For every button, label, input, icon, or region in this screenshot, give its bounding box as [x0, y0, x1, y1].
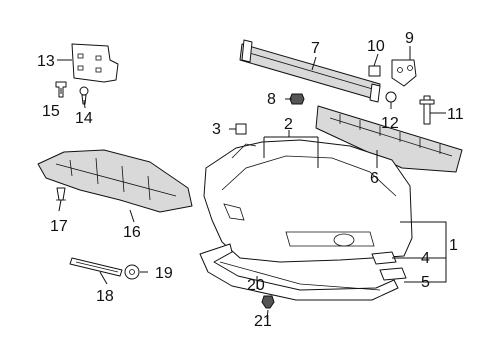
- callout-12: 12: [381, 115, 399, 132]
- bumper-cover: [203, 139, 413, 263]
- callout-19: 19: [155, 265, 173, 282]
- lower-valance: [199, 243, 399, 301]
- lamp-bezel-lower: [379, 267, 407, 281]
- clip-3: [235, 123, 247, 135]
- callout-17: 17: [50, 218, 68, 235]
- callout-14: 14: [75, 110, 93, 127]
- bumper-stop: [368, 65, 381, 77]
- callout-13: 13: [37, 53, 55, 70]
- callout-18: 18: [96, 288, 114, 305]
- mounting-bracket: [391, 59, 417, 87]
- callout-6: 6: [370, 170, 379, 187]
- callout-labels: 1 2 3 4 5 6 7 8 9 10 11 12 13 14 15 16 1…: [37, 30, 464, 330]
- callout-7: 7: [311, 40, 320, 57]
- impact-bar: [239, 39, 381, 103]
- push-pin: [56, 187, 66, 201]
- callout-9: 9: [405, 30, 414, 47]
- grommet: [124, 264, 140, 280]
- callout-5: 5: [421, 274, 430, 291]
- trim-molding: [69, 257, 123, 277]
- callout-15: 15: [42, 103, 60, 120]
- callout-8: 8: [267, 91, 276, 108]
- license-plate-bracket: [71, 43, 119, 83]
- bolt-8: [289, 93, 305, 105]
- callout-21: 21: [254, 313, 272, 330]
- nut-12: [385, 91, 397, 103]
- callout-10: 10: [367, 38, 385, 55]
- energy-absorber: [315, 105, 463, 173]
- callout-2: 2: [284, 116, 293, 133]
- callout-4: 4: [421, 250, 430, 267]
- screw-21: [261, 295, 275, 309]
- callout-1: 1: [449, 237, 458, 254]
- side-bracket: [419, 95, 435, 125]
- leader-lines: [57, 46, 447, 320]
- lamp-bezel-upper: [371, 251, 397, 265]
- air-deflector: [37, 149, 193, 213]
- callout-20: 20: [247, 277, 265, 294]
- callout-11: 11: [447, 106, 464, 123]
- callout-16: 16: [123, 224, 141, 241]
- callout-3: 3: [212, 121, 221, 138]
